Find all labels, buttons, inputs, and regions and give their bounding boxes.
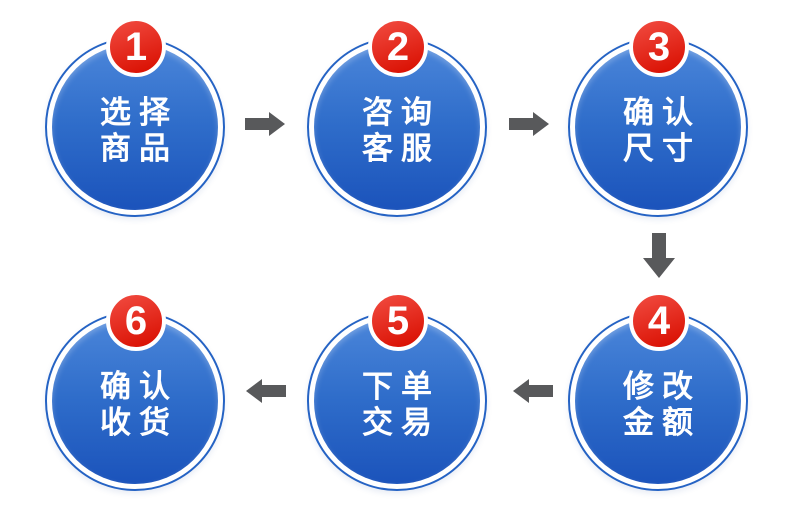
step-label-line2: 交易 xyxy=(362,405,440,440)
step-label-line1: 确认 xyxy=(100,369,178,404)
step-number-badge: 1 xyxy=(106,17,166,77)
step-label-line2: 金额 xyxy=(623,405,701,440)
step-6-confirm-receipt: 确认 收货 6 xyxy=(44,291,228,497)
step-number: 4 xyxy=(647,299,671,343)
step-2-contact-customer-service: 咨询 客服 2 xyxy=(306,17,490,223)
step-number-badge: 2 xyxy=(368,17,428,77)
step-label-line1: 下单 xyxy=(362,369,440,404)
step-number: 6 xyxy=(124,299,148,343)
step-number-badge: 5 xyxy=(368,291,428,351)
arrow-down-icon xyxy=(643,233,675,278)
step-number: 2 xyxy=(386,25,410,69)
step-1-select-product: 选择 商品 1 xyxy=(44,17,228,223)
arrow-left-icon xyxy=(246,379,286,403)
step-label-line1: 选择 xyxy=(100,95,178,130)
step-number: 3 xyxy=(647,25,671,69)
step-label-line2: 商品 xyxy=(100,131,178,166)
step-5-place-order: 下单 交易 5 xyxy=(306,291,490,497)
arrow-right-icon xyxy=(509,112,549,136)
step-label-line2: 收货 xyxy=(100,405,178,440)
step-4-modify-amount: 修改 金额 4 xyxy=(567,291,751,497)
step-number: 5 xyxy=(386,299,410,343)
step-number-badge: 6 xyxy=(106,291,166,351)
step-number-badge: 3 xyxy=(629,17,689,77)
step-label-line1: 确认 xyxy=(623,95,701,130)
arrow-right-icon xyxy=(245,112,285,136)
step-number-badge: 4 xyxy=(629,291,689,351)
step-number: 1 xyxy=(124,25,148,69)
arrow-left-icon xyxy=(513,379,553,403)
step-label-line1: 修改 xyxy=(623,369,701,404)
step-label-line2: 尺寸 xyxy=(623,131,701,166)
step-label-line2: 客服 xyxy=(362,131,440,166)
step-3-confirm-size: 确认 尺寸 3 xyxy=(567,17,751,223)
step-label-line1: 咨询 xyxy=(362,95,440,130)
